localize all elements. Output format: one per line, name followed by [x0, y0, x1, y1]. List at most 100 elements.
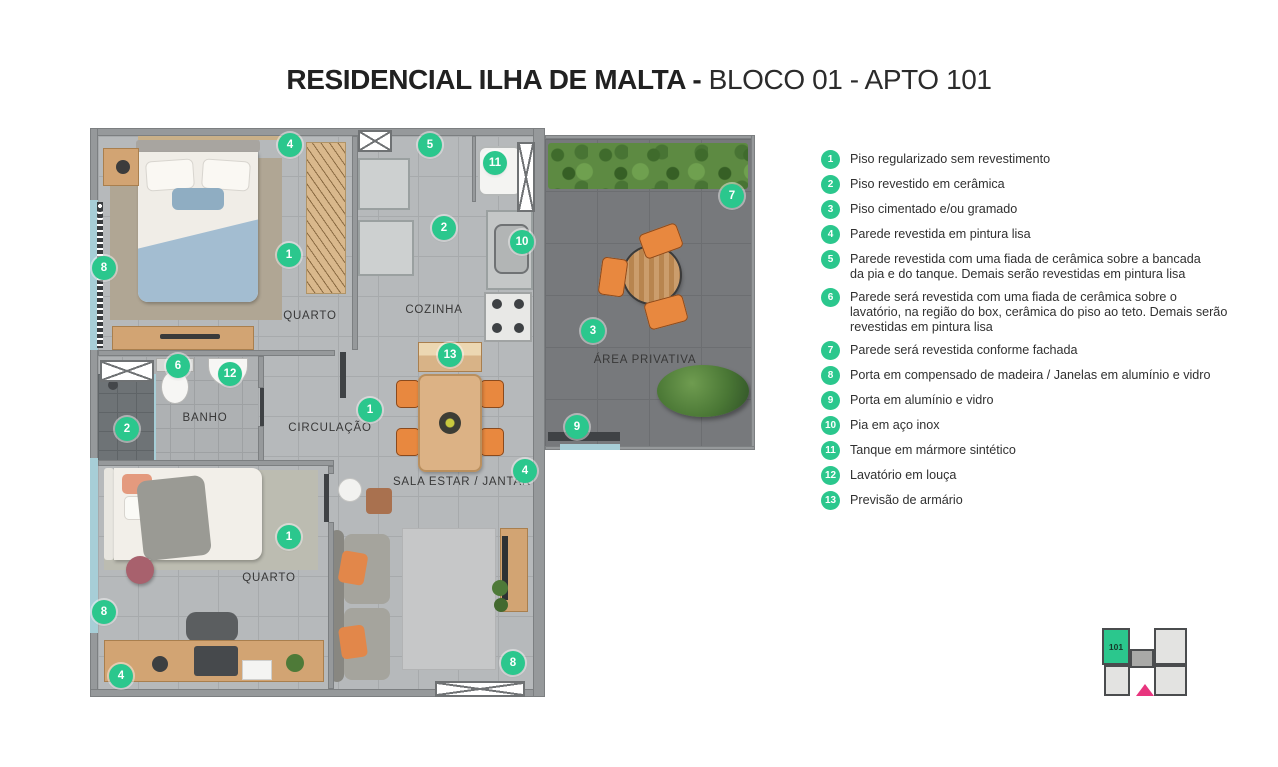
room-label: ÁREA PRIVATIVA — [593, 354, 697, 366]
hedge-planting — [548, 143, 748, 189]
plan-marker-8: 8 — [92, 256, 116, 280]
plan-marker-10: 10 — [510, 230, 534, 254]
private-area-floor — [545, 139, 751, 446]
dining-chair — [480, 380, 504, 408]
plan-marker-1: 1 — [277, 243, 301, 267]
plan-marker-4: 4 — [513, 459, 537, 483]
laundry-window — [517, 142, 535, 212]
legend-number-badge: 11 — [821, 441, 840, 460]
stove-burner — [514, 299, 524, 309]
table-lamp — [116, 160, 130, 174]
rack-plant — [492, 580, 508, 596]
wall-bedroom2-right-upper — [328, 466, 334, 474]
legend-item-text: Porta em alumínio e vidro — [850, 393, 994, 407]
desk-lamp — [152, 656, 168, 672]
room-label: QUARTO — [283, 310, 337, 322]
legend-item: 10 Pia em aço inox — [821, 416, 1229, 435]
plan-marker-3: 3 — [581, 319, 605, 343]
legend-item-text: Parede revestida com uma fiada de cerâmi… — [850, 252, 1201, 281]
legend-item-text: Parede será revestida com uma fiada de c… — [850, 290, 1228, 334]
wall-exterior-bottom — [90, 689, 545, 697]
plan-marker-1: 1 — [358, 398, 382, 422]
wall-exterior-top — [90, 128, 545, 136]
shower-glass-partition — [154, 374, 156, 460]
sofa-pillow — [337, 549, 369, 587]
plan-marker-2: 2 — [432, 216, 456, 240]
kitchen-window — [358, 130, 392, 152]
bedroom1-door-leaf — [340, 352, 346, 398]
legend-number-badge: 12 — [821, 466, 840, 485]
bedroom1-headboard — [136, 140, 260, 152]
desk-laptop — [194, 646, 238, 676]
sofa-pillow — [337, 624, 369, 660]
rack-plant — [494, 598, 508, 612]
plan-marker-9: 9 — [565, 415, 589, 439]
room-label: COZINHA — [405, 304, 463, 316]
plan-marker-5: 5 — [418, 133, 442, 157]
legend-number-badge: 2 — [821, 175, 840, 194]
dining-chair — [480, 428, 504, 456]
pouf — [126, 556, 154, 584]
wall-private-area-bottom — [545, 446, 755, 450]
room-label: QUARTO — [242, 572, 296, 584]
legend-item-text: Parede será revestida conforme fachada — [850, 343, 1078, 357]
wall-private-area-top — [545, 135, 755, 139]
kitchen-appliance — [358, 158, 410, 210]
wall-bathroom-right-lower — [258, 426, 264, 466]
legend-number-badge: 10 — [821, 416, 840, 435]
key-plan-core — [1130, 649, 1154, 668]
key-plan-unit — [1154, 665, 1187, 696]
key-plan-unit-101: 101 — [1102, 628, 1130, 665]
bed-pillow — [201, 158, 251, 192]
room-label: SALA ESTAR / JANTAR — [392, 476, 532, 488]
wall-private-area-right — [751, 135, 755, 450]
wall-bedroom2-right — [328, 522, 334, 689]
page-title-unit: BLOCO 01 - APTO 101 — [708, 64, 992, 95]
legend-number-badge: 4 — [821, 225, 840, 244]
living-window-sill — [435, 681, 525, 697]
legend-item: 11 Tanque em mármore sintético — [821, 441, 1229, 460]
shower-head — [108, 380, 118, 390]
plan-marker-4: 4 — [109, 664, 133, 688]
accent-pillow — [172, 188, 224, 210]
dining-chair — [396, 380, 420, 408]
tv — [502, 536, 508, 600]
room-label: BANHO — [182, 412, 228, 424]
stove-burner — [492, 323, 502, 333]
wall-bedroom1-kitchen — [352, 136, 358, 350]
stove-burner — [492, 299, 502, 309]
kitchen-appliance — [358, 220, 414, 276]
wall-bedroom1-bottom — [98, 350, 335, 356]
legend-item: 5 Parede revestida com uma fiada de cerâm… — [821, 250, 1229, 282]
legend-item-text: Previsão de armário — [850, 493, 963, 507]
legend-item-text: Tanque em mármore sintético — [850, 443, 1016, 457]
bedroom2-window-glass — [90, 458, 98, 633]
legend-number-badge: 13 — [821, 491, 840, 510]
plan-marker-2: 2 — [115, 417, 139, 441]
stove-burner — [514, 323, 524, 333]
plan-marker-11: 11 — [483, 151, 507, 175]
desk-plant — [286, 654, 304, 672]
legend-number-badge: 5 — [821, 250, 840, 269]
plan-marker-6: 6 — [166, 354, 190, 378]
page-title-project: RESIDENCIAL ILHA DE MALTA - — [286, 64, 709, 95]
legend-item: 13 Previsão de armário — [821, 491, 1229, 510]
plan-marker-7: 7 — [720, 184, 744, 208]
legend-item-text: Pia em aço inox — [850, 418, 940, 432]
legend-number-badge: 1 — [821, 150, 840, 169]
key-plan: 101 — [1102, 628, 1188, 698]
legend-number-badge: 3 — [821, 200, 840, 219]
plan-marker-8: 8 — [92, 600, 116, 624]
fruit-bowl — [439, 412, 461, 434]
bathroom-door-leaf — [260, 388, 264, 426]
dresser-tv — [160, 334, 220, 339]
